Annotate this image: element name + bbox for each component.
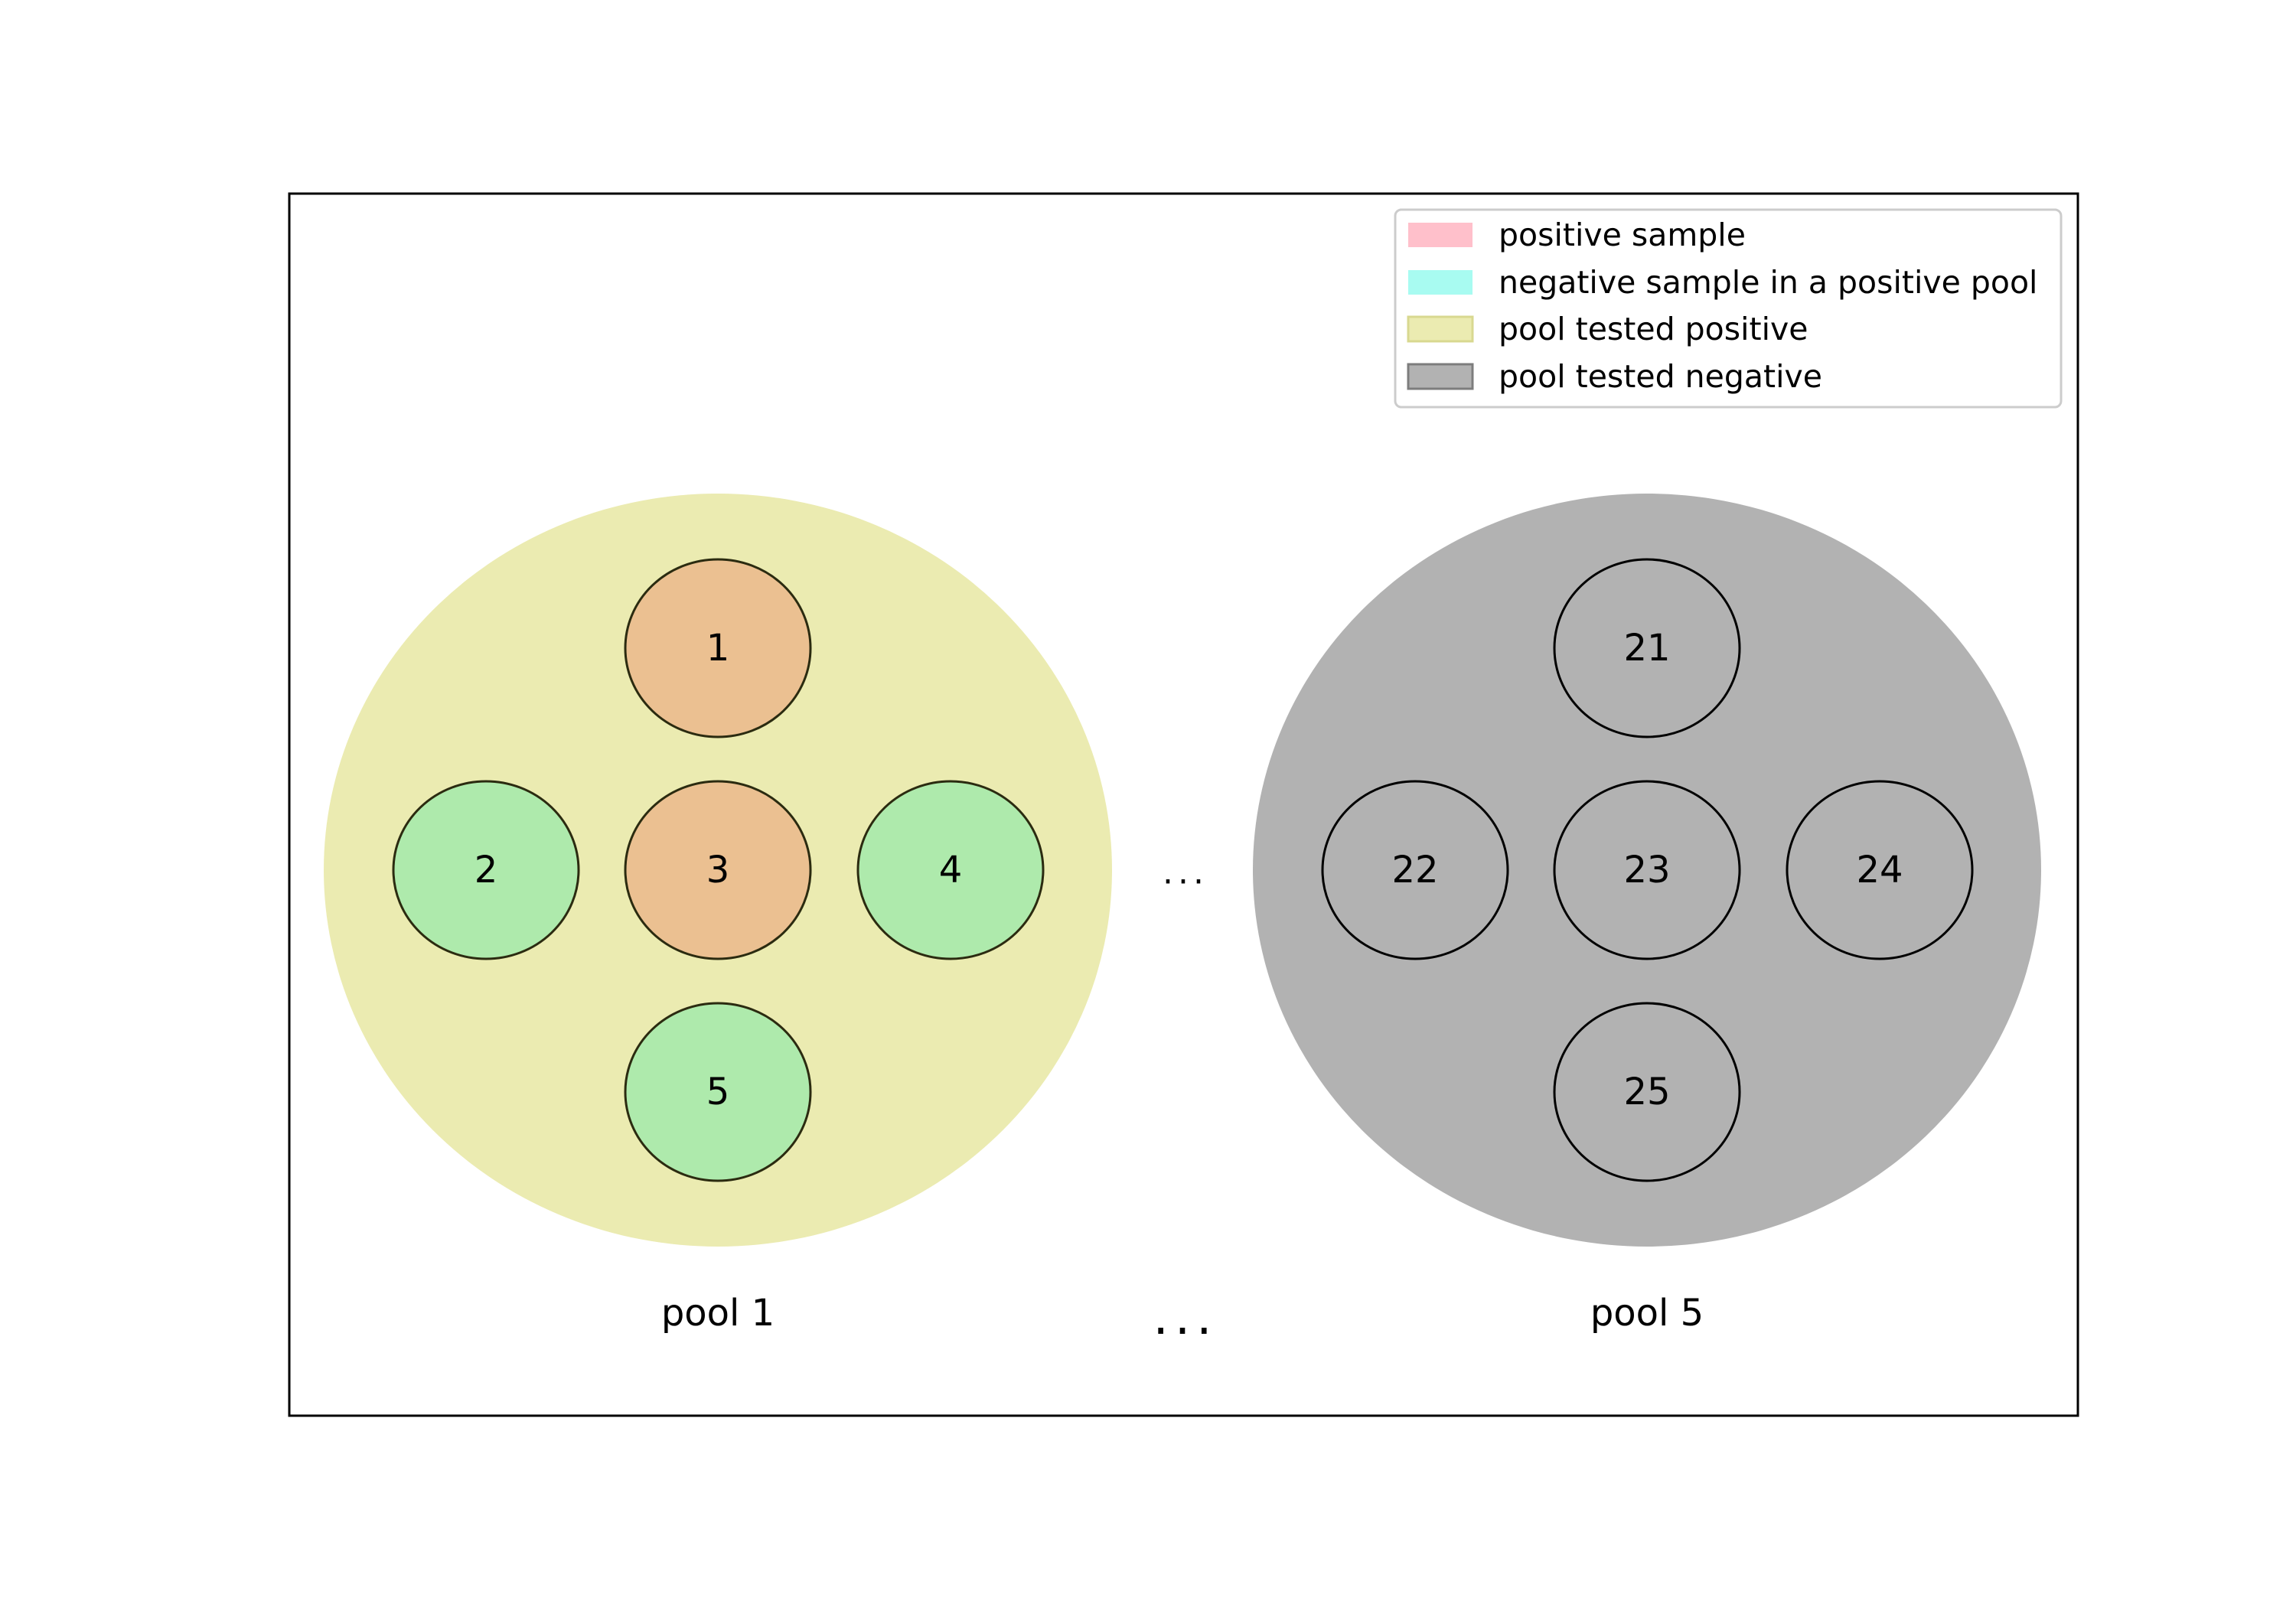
sample-21: 21: [1553, 558, 1741, 738]
legend-label-pool-positive: pool tested positive: [1499, 311, 1808, 347]
pool-5: 21 22 23 24 25 pool 5: [1253, 494, 2041, 1335]
legend-item-pool-positive: pool tested positive: [1407, 311, 1808, 347]
pool-1-label: pool 1: [661, 1292, 775, 1335]
sample-24-label: 24: [1856, 849, 1903, 892]
sample-22-circle: [1321, 780, 1509, 960]
sample-5: 5: [624, 1002, 812, 1182]
sample-2: 2: [392, 780, 580, 960]
sample-21-label: 21: [1623, 627, 1670, 670]
sample-3-label: 3: [706, 849, 730, 892]
sample-5-circle: [624, 1002, 812, 1182]
sample-24-circle: [1786, 780, 1974, 960]
bottom-ellipsis: ...: [1153, 1289, 1218, 1346]
legend-swatch-negative-sample: [1408, 270, 1473, 295]
sample-1-label: 1: [706, 627, 730, 670]
pool-5-background: [1253, 494, 2041, 1247]
sample-25-label: 25: [1623, 1071, 1670, 1113]
sample-3: 3: [624, 780, 812, 960]
legend-label-positive-sample: positive sample: [1499, 217, 1746, 253]
legend-item-negative-sample: negative sample in a positive pool: [1408, 264, 2037, 301]
pool-1: 1 2 3 4 5 pool 1: [324, 494, 1112, 1335]
sample-23-label: 23: [1623, 849, 1670, 892]
sample-23-circle: [1553, 780, 1741, 960]
sample-25-circle: [1553, 1002, 1741, 1182]
sample-4-label: 4: [939, 849, 963, 892]
sample-3-circle: [624, 780, 812, 960]
sample-22-label: 22: [1391, 849, 1438, 892]
sample-23: 23: [1553, 780, 1741, 960]
middle-ellipsis: ...: [1163, 853, 1208, 892]
sample-4-circle: [856, 780, 1045, 960]
sample-2-circle: [392, 780, 580, 960]
legend-item-positive-sample: positive sample: [1408, 217, 1746, 253]
legend-swatch-positive-sample: [1408, 223, 1473, 247]
legend-label-pool-negative: pool tested negative: [1499, 358, 1822, 395]
sample-22: 22: [1321, 780, 1509, 960]
legend: positive sample negative sample in a pos…: [1394, 208, 2063, 409]
legend-box: [1394, 208, 2063, 409]
sample-1-circle: [624, 558, 812, 738]
legend-label-negative-sample: negative sample in a positive pool: [1499, 264, 2037, 301]
sample-5-label: 5: [706, 1071, 730, 1113]
sample-2-label: 2: [475, 849, 498, 892]
pool-5-label: pool 5: [1590, 1292, 1704, 1335]
legend-swatch-pool-negative: [1407, 363, 1474, 390]
legend-swatch-pool-positive: [1407, 315, 1474, 343]
sample-25: 25: [1553, 1002, 1741, 1182]
sample-1: 1: [624, 558, 812, 738]
legend-item-pool-negative: pool tested negative: [1407, 358, 1822, 395]
sample-21-circle: [1553, 558, 1741, 738]
sample-4: 4: [856, 780, 1045, 960]
diagram-frame: [288, 192, 2079, 1417]
sample-24: 24: [1786, 780, 1974, 960]
